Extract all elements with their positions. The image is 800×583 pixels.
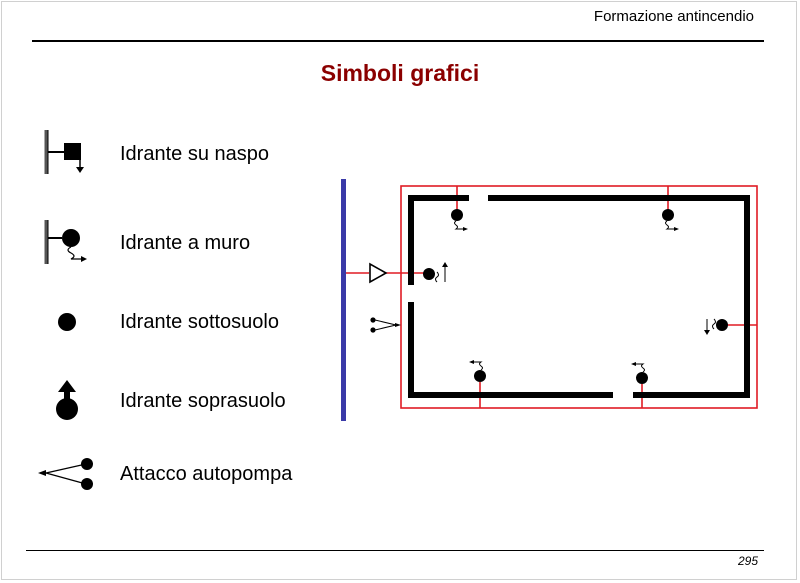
fire-pump-connection-icon [36, 456, 102, 492]
fire-pump-connection-icon [370, 317, 401, 333]
legend-label-wall-hydrant: Idrante a muro [120, 232, 251, 254]
legend-label-underground-hydrant: Idrante sottosuolo [120, 311, 279, 333]
header-divider [32, 40, 764, 42]
valve-icon [369, 262, 388, 284]
page-number: 295 [737, 554, 758, 568]
wall-hydrant-icon [40, 218, 92, 266]
wall-hydrant-icon [704, 318, 728, 335]
wall-hydrant-icon [631, 362, 648, 384]
footer-divider [26, 550, 764, 551]
wall-hydrant-icon [469, 360, 486, 382]
hose-reel-hydrant-icon [40, 128, 92, 176]
above-ground-hydrant-icon [52, 378, 82, 422]
legend-label-pump-connection: Attacco autopompa [120, 463, 293, 485]
header-title: Formazione antincendio [593, 8, 754, 25]
legend-label-above-ground-hydrant: Idrante soprasuolo [120, 390, 286, 412]
building-walls [408, 195, 750, 398]
branch-pipes [346, 186, 757, 408]
wall-hydrant-icon [423, 262, 448, 283]
wall-hydrant-icon [451, 209, 468, 231]
supply-line [341, 179, 346, 421]
wall-hydrant-icon [662, 209, 679, 231]
underground-hydrant-icon [56, 311, 78, 333]
page-title: Simboli grafici [320, 60, 480, 86]
legend-label-hose-reel: Idrante su naspo [120, 143, 269, 165]
ring-main-pipe [400, 185, 758, 409]
